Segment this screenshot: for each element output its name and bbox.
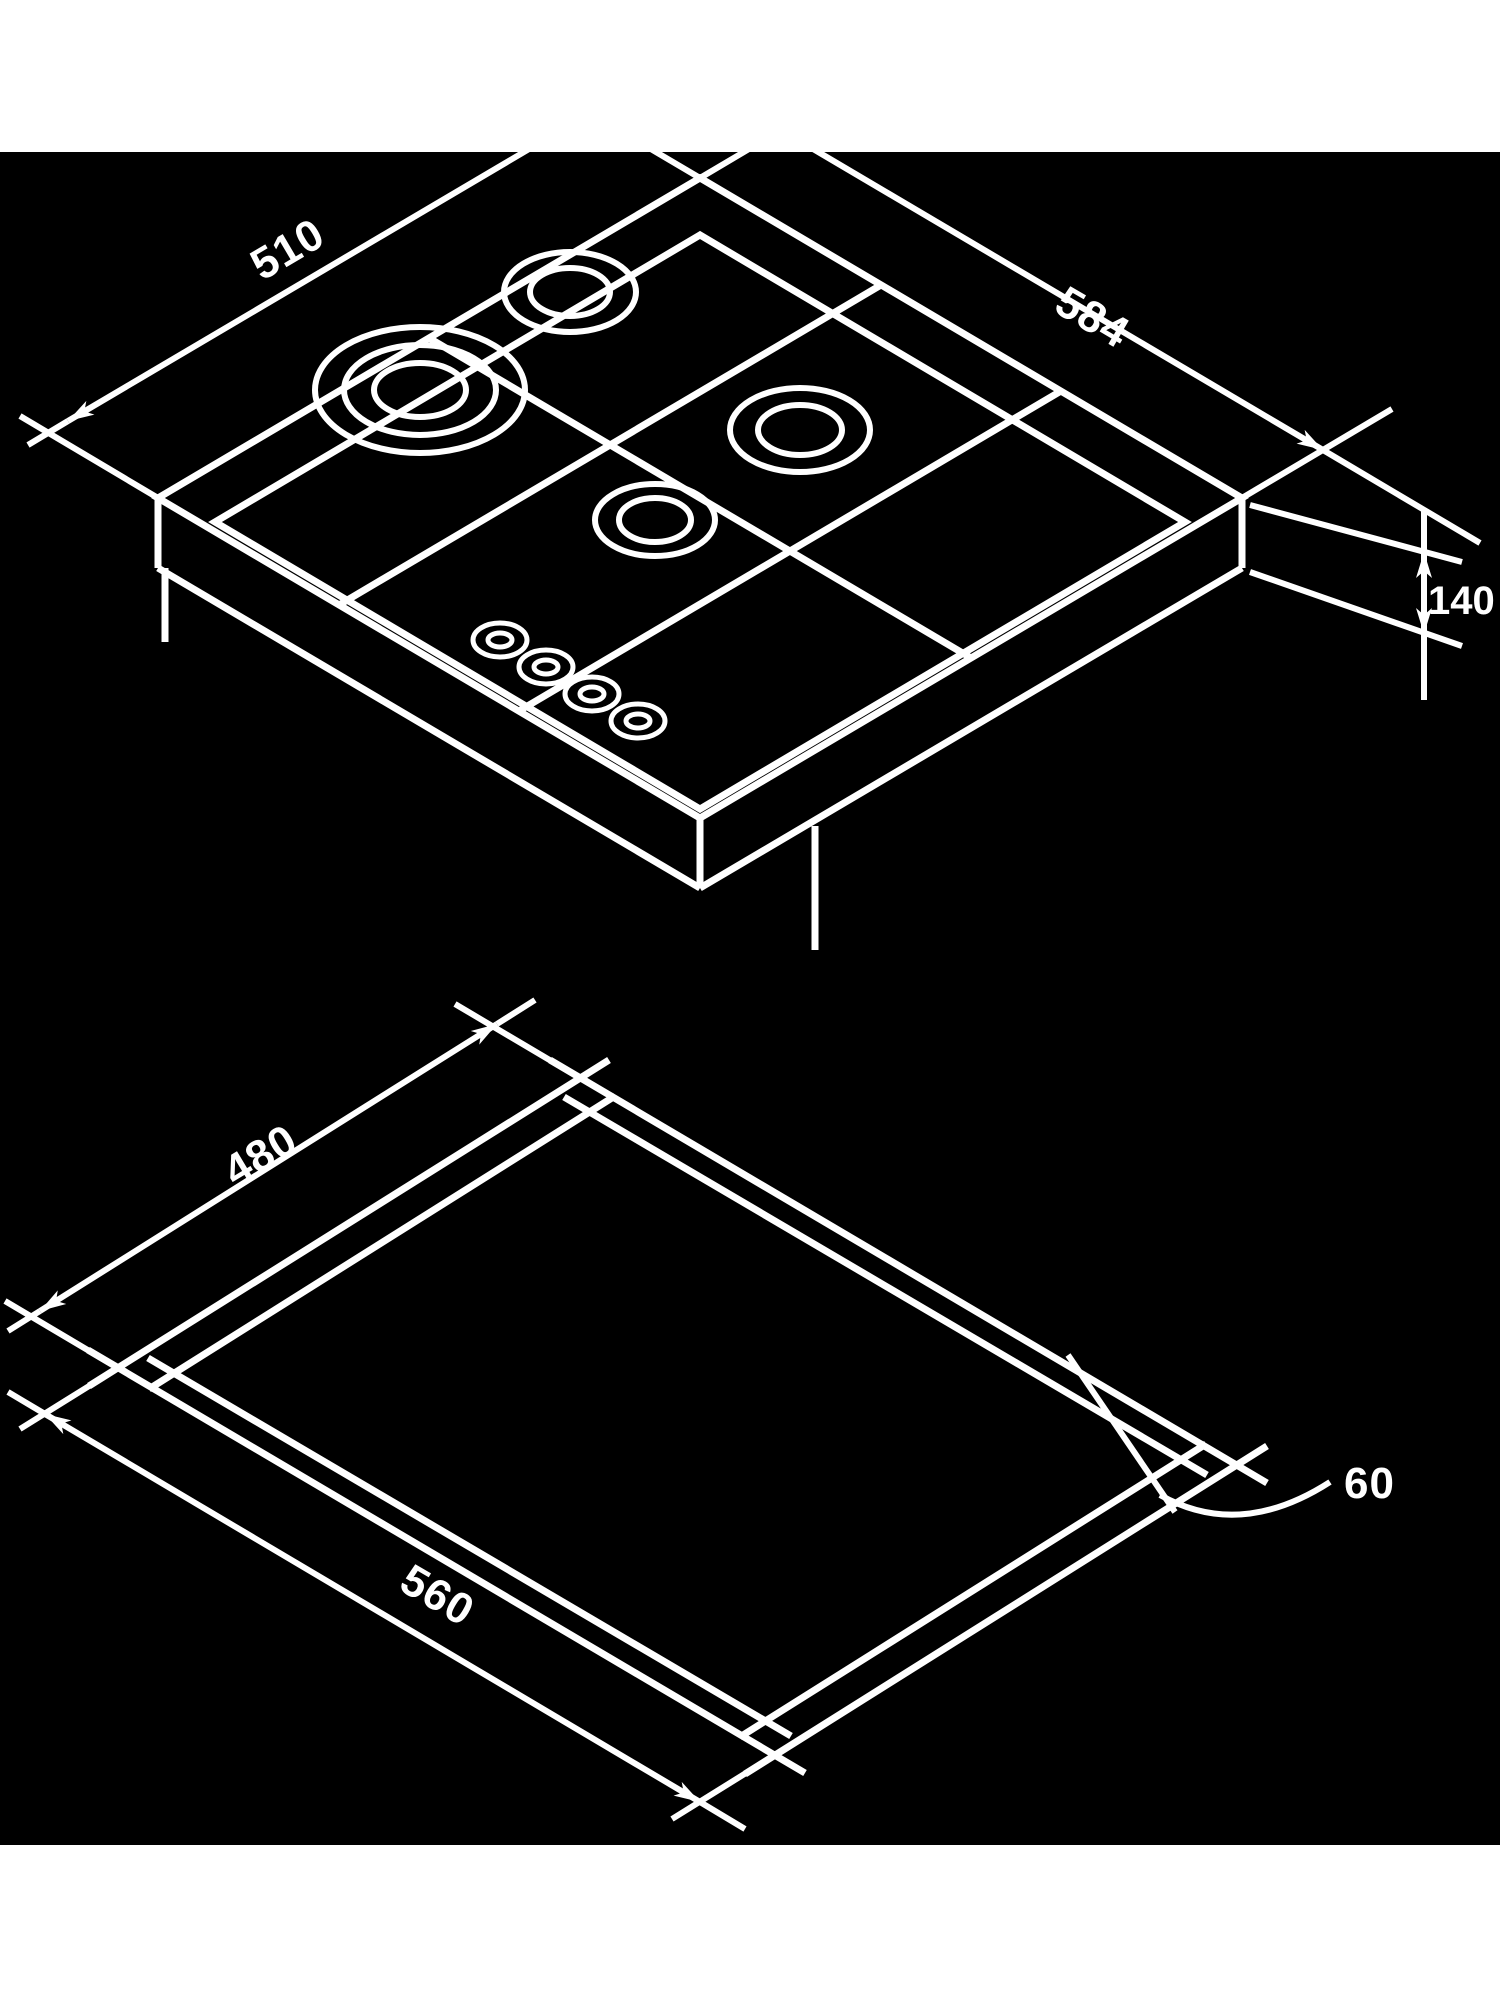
hob-height-dimension [1249, 502, 1463, 700]
extension-line [18, 1365, 120, 1432]
extension-line [670, 1752, 777, 1822]
dimension-overshoot [698, 1799, 747, 1832]
cutout-depth-dimension [3, 997, 582, 1371]
extension-line [18, 413, 160, 501]
dimension-overshoot [6, 1308, 42, 1334]
dimension-overshoot [583, 89, 627, 119]
control-knobs [470, 620, 668, 741]
dimension-overshoot [26, 418, 70, 448]
figure-background [0, 152, 1500, 1845]
extension-line [1240, 406, 1394, 501]
extension-line [3, 1298, 120, 1371]
leader-line [1158, 1479, 1332, 1518]
dimension-overshoot [1321, 447, 1482, 546]
dimension-overshoot [6, 1389, 47, 1417]
hob-height-dimension-label: 140 [1428, 579, 1495, 623]
hob-width-dimension [698, 85, 1482, 546]
extension-line [554, 90, 702, 181]
dimension-overshoot [743, 106, 783, 133]
dimension-line [43, 1411, 702, 1805]
burner-front-small [592, 481, 718, 559]
dimension-line [1065, 1353, 1178, 1514]
dimension-line [66, 113, 587, 424]
cutout-edge-clearance-dimension [1065, 1353, 1332, 1518]
extension-line [698, 85, 854, 181]
dimension-line [779, 127, 1325, 453]
extension-line [453, 1001, 582, 1081]
dimension-line [38, 1021, 499, 1314]
hob-depth-dimension [18, 89, 702, 501]
cutout-edge-clearance-label: 60 [1344, 1459, 1395, 1508]
dimension-overshoot [495, 997, 537, 1027]
hob-body [154, 498, 1246, 950]
cutout-width-dimension [6, 1365, 777, 1832]
